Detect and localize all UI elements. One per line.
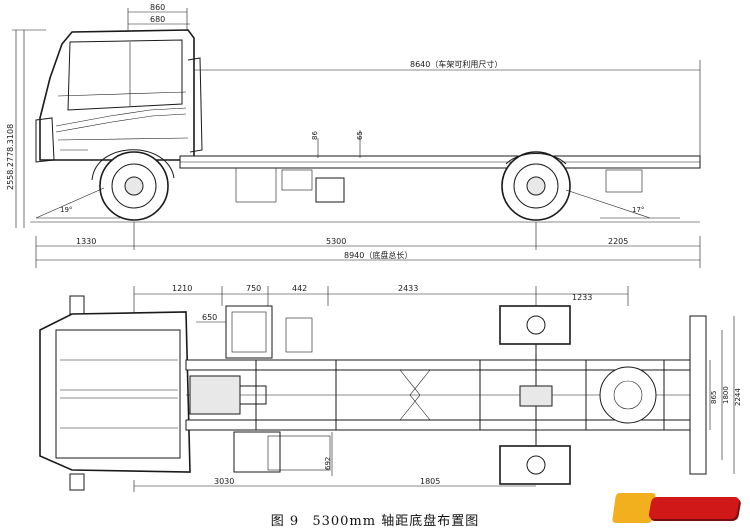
- plan-dim-1233: 1233: [572, 293, 592, 302]
- plan-dim-3030: 3030: [214, 477, 234, 486]
- wheelbase: 5300: [326, 237, 346, 246]
- left-height-dims: 2558.2778.3108: [6, 124, 15, 190]
- plan-dim-750: 750: [246, 284, 261, 293]
- plan-dim-442: 442: [292, 284, 307, 293]
- overall-length: 8940（底盘总长）: [344, 250, 412, 260]
- front-overhang: 1330: [76, 237, 96, 246]
- plan-view: 1210 750 442 2433 1233: [39, 284, 742, 492]
- logo-wordmark: [648, 497, 740, 519]
- dim-680: 680: [150, 15, 165, 24]
- plan-dim-1800: 1800: [722, 386, 730, 404]
- plan-dim-865: 865: [710, 391, 718, 404]
- plan-dim-2433: 2433: [398, 284, 418, 293]
- plan-dim-2244: 2244: [734, 388, 742, 406]
- side-view: 860 680 8640（车架可利用尺寸） 2558.2778.3108: [6, 3, 701, 268]
- dim-860: 860: [150, 3, 165, 12]
- plan-dim-1210: 1210: [172, 284, 192, 293]
- dim-65: 65: [356, 131, 364, 140]
- usable-length-label: 8640（车架可利用尺寸）: [410, 59, 502, 69]
- dim-86: 86: [311, 131, 319, 140]
- rear-angle: 17°: [632, 206, 644, 214]
- truck-fans-logo: [611, 491, 742, 525]
- figure-caption: 图 9 5300mm 轴距底盘布置图: [0, 510, 750, 529]
- front-angle: 19°: [60, 206, 72, 214]
- rear-overhang: 2205: [608, 237, 628, 246]
- plan-dim-1805: 1805: [420, 477, 440, 486]
- figure-title: 5300mm 轴距底盘布置图: [312, 514, 480, 529]
- figure-label: 图 9: [270, 514, 300, 529]
- plan-dim-692: 692: [324, 457, 332, 470]
- plan-dim-650: 650: [202, 313, 217, 322]
